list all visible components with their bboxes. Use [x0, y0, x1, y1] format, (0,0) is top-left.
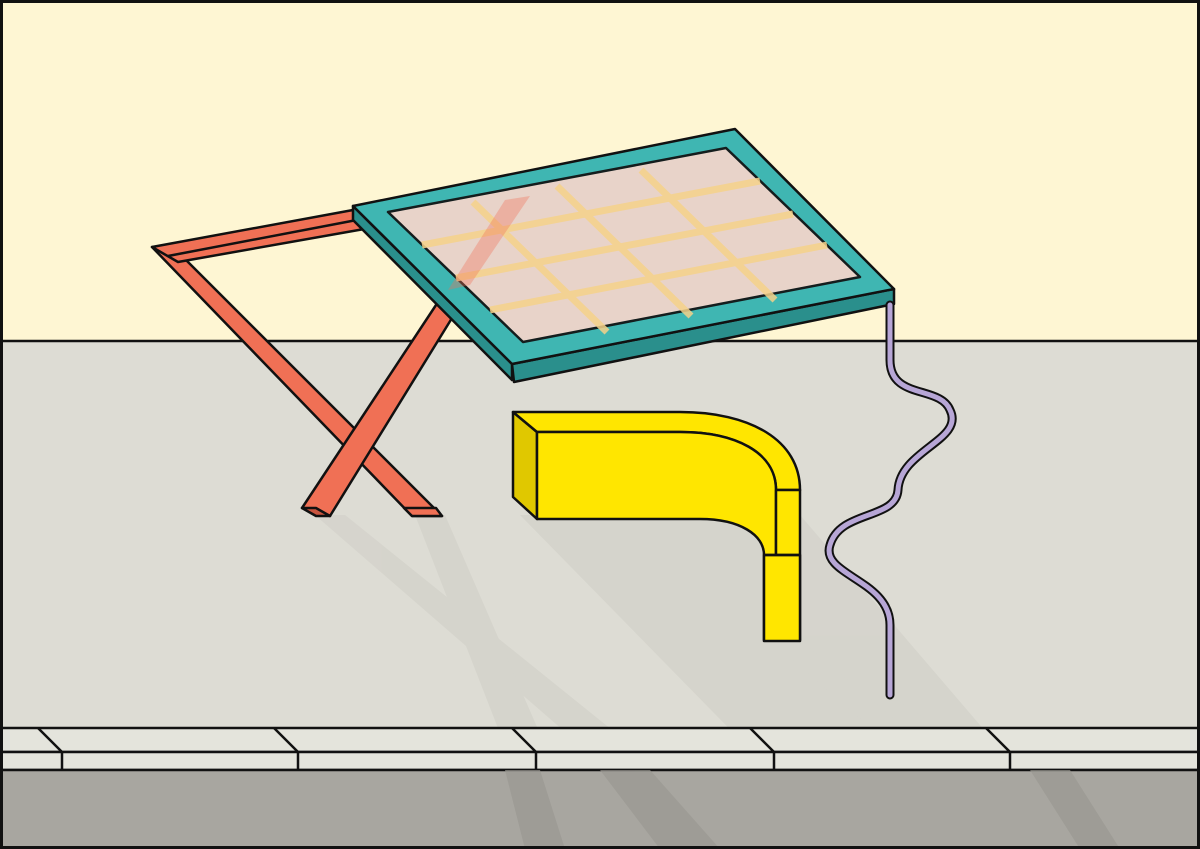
road-shadows	[505, 770, 1120, 849]
curb-top	[0, 726, 1200, 754]
curb-joints	[37, 727, 1012, 770]
panel-grid	[421, 167, 828, 335]
folding-stand	[150, 208, 454, 518]
yellow-duct	[511, 410, 802, 643]
curb-face	[0, 750, 1200, 772]
solar-panel	[351, 127, 896, 384]
duct-bottom-piece	[762, 553, 802, 643]
stand-leg-through-glass	[448, 196, 530, 290]
road	[0, 768, 1200, 849]
stand-top-rail-edge	[167, 217, 363, 258]
power-cable-fill	[826, 302, 955, 698]
stand-leg-front-side	[300, 506, 332, 518]
stand-foot-right	[402, 506, 444, 518]
curb	[0, 726, 1200, 772]
